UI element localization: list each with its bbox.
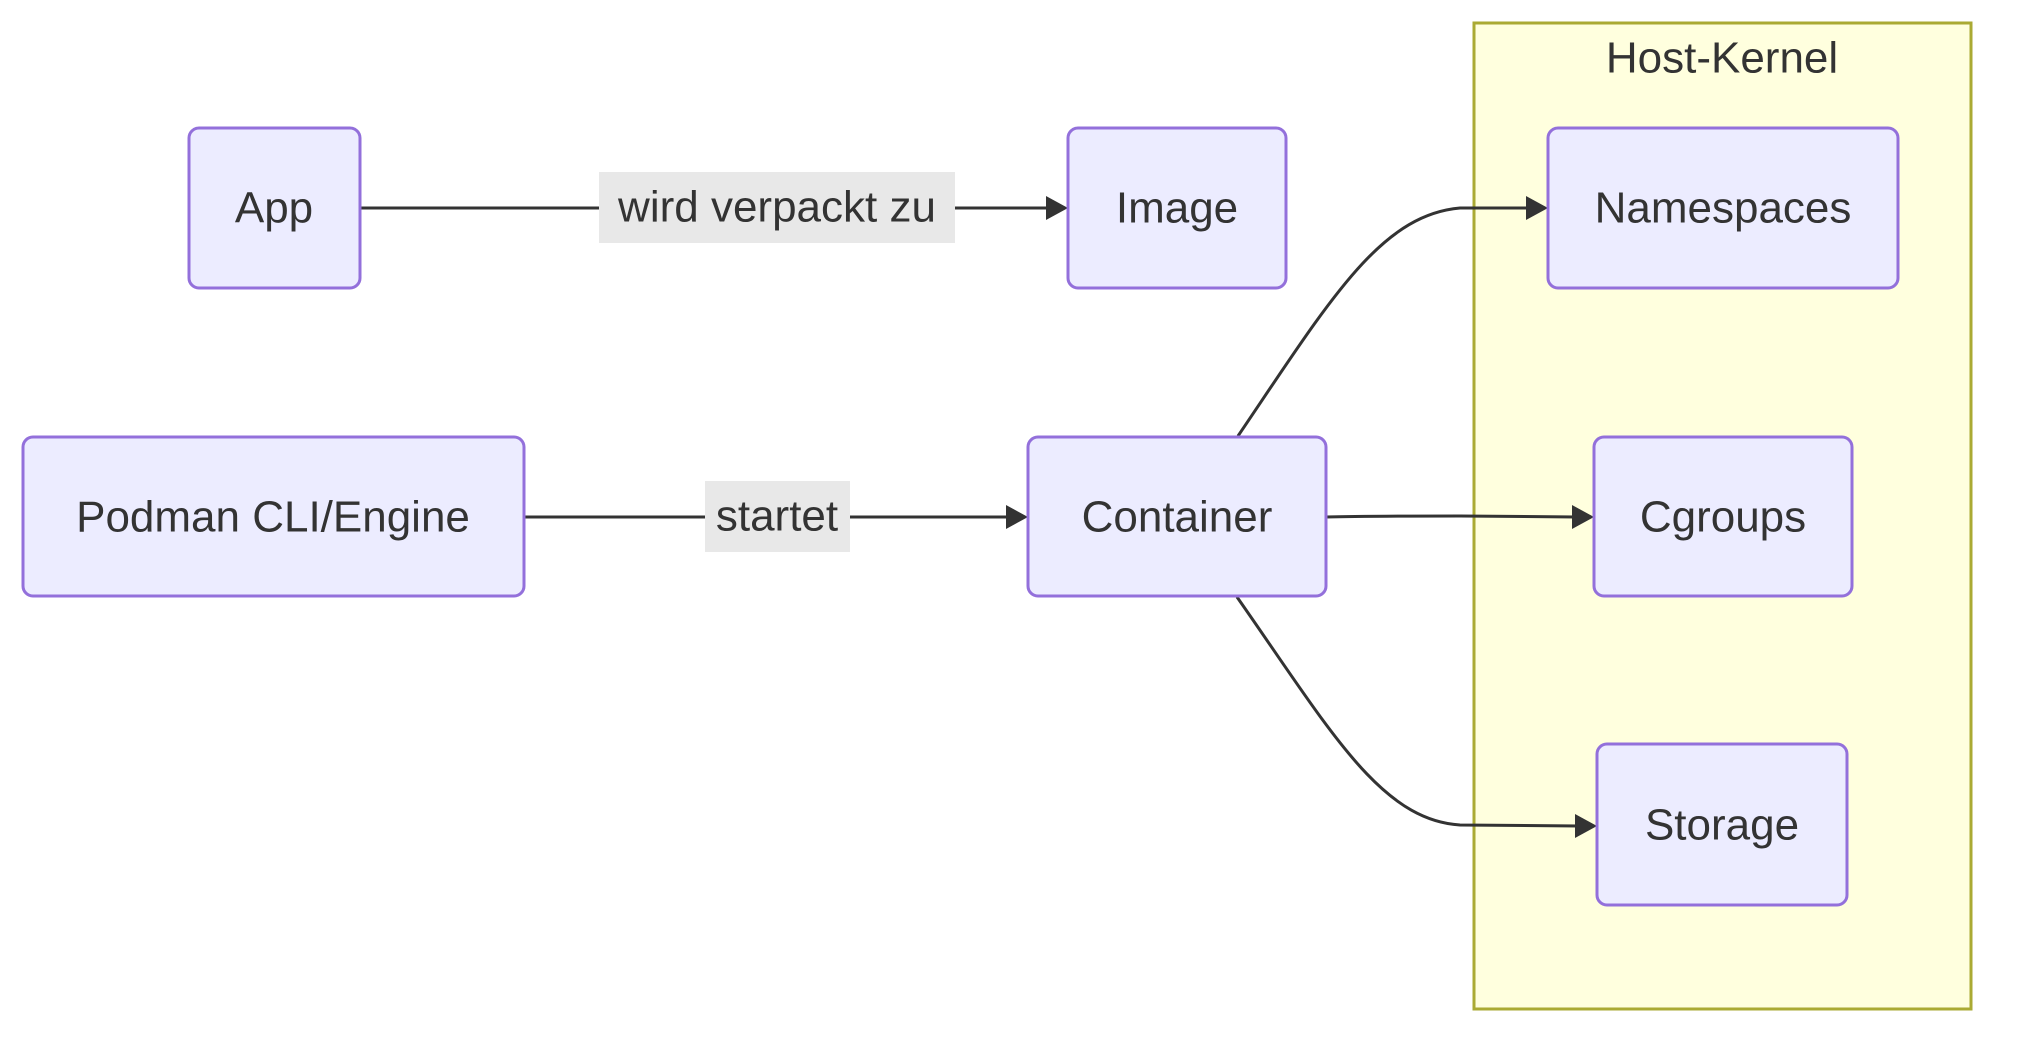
node-image[interactable]: Image bbox=[1066, 126, 1288, 290]
node-image-box bbox=[1066, 126, 1288, 290]
node-storage-box bbox=[1595, 742, 1849, 907]
arrowhead-icon bbox=[1006, 505, 1028, 529]
node-container-label: Container bbox=[1082, 493, 1273, 542]
node-cgroups-box bbox=[1592, 435, 1854, 598]
arrowhead-icon bbox=[1575, 814, 1597, 838]
node-podman-box bbox=[21, 435, 526, 598]
node-namespaces[interactable]: Namespaces bbox=[1546, 126, 1900, 290]
node-cgroups-label: Cgroups bbox=[1640, 493, 1806, 542]
edge-container-to-storage[interactable] bbox=[1235, 596, 1597, 838]
edge-label-text: startet bbox=[716, 492, 838, 541]
edge-label-background bbox=[705, 481, 850, 552]
edge-label-startet: startet bbox=[705, 481, 850, 552]
cluster-host-kernel-title: Host-Kernel bbox=[1606, 34, 1838, 83]
edge-line bbox=[1236, 206, 1530, 437]
node-cgroups[interactable]: Cgroups bbox=[1592, 435, 1854, 598]
node-namespaces-box bbox=[1546, 126, 1900, 290]
node-app-label: App bbox=[235, 184, 313, 233]
edge-label-background bbox=[599, 172, 955, 243]
edges bbox=[360, 196, 1597, 838]
edge-container-to-cgroups[interactable] bbox=[1325, 505, 1594, 529]
node-app-box bbox=[187, 126, 362, 290]
node-app[interactable]: App bbox=[187, 126, 362, 290]
edge-label-text: wird verpackt zu bbox=[617, 183, 936, 232]
edge-label-wird-verpackt-zu: wird verpackt zu bbox=[599, 172, 955, 243]
node-container[interactable]: Container bbox=[1026, 435, 1328, 598]
arrowhead-icon bbox=[1572, 505, 1594, 529]
node-image-label: Image bbox=[1116, 184, 1238, 233]
edge-line bbox=[1325, 514, 1577, 519]
node-storage[interactable]: Storage bbox=[1595, 742, 1849, 907]
node-namespaces-label: Namespaces bbox=[1595, 184, 1852, 233]
arrowhead-icon bbox=[1046, 196, 1068, 220]
edge-container-to-namespaces[interactable] bbox=[1236, 196, 1548, 437]
node-container-box bbox=[1026, 435, 1328, 598]
arrowhead-icon bbox=[1526, 196, 1548, 220]
node-podman[interactable]: Podman CLI/Engine bbox=[21, 435, 526, 598]
node-storage-label: Storage bbox=[1645, 801, 1799, 850]
node-podman-label: Podman CLI/Engine bbox=[76, 493, 470, 542]
edge-line bbox=[1235, 596, 1580, 828]
